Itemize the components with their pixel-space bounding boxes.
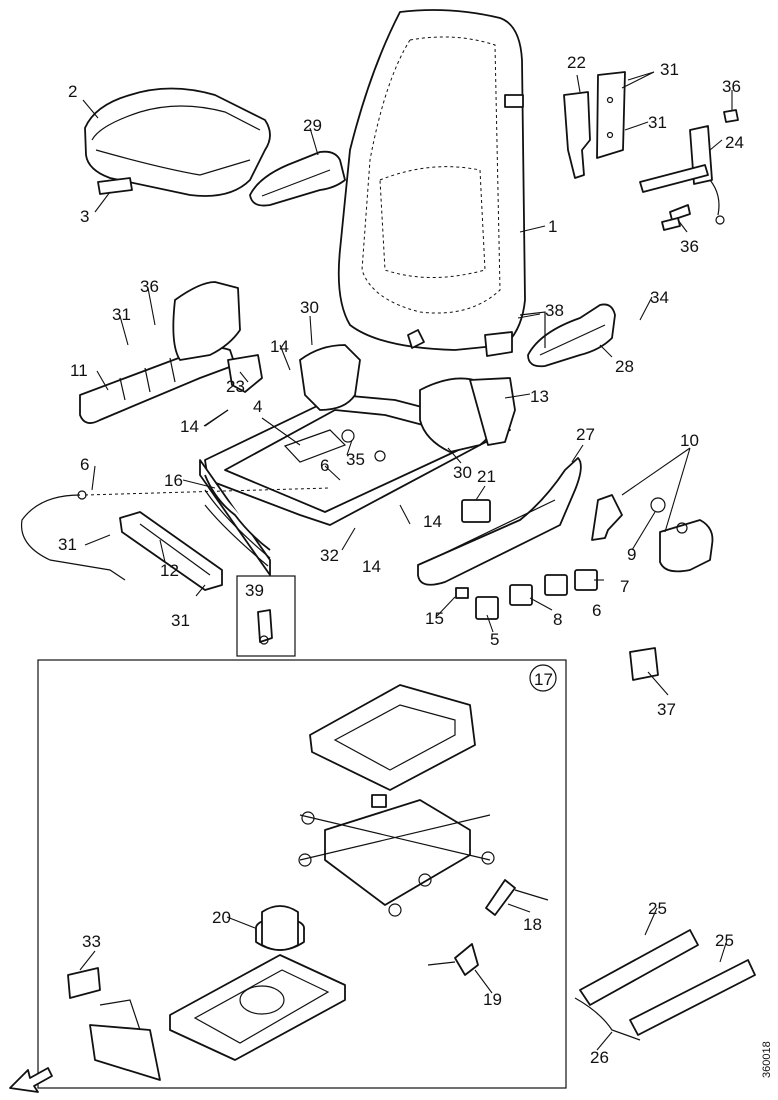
- label-14b: 14: [180, 417, 199, 436]
- cover-plate-12: [119, 511, 223, 591]
- label-30b: 30: [453, 463, 472, 482]
- inset-box-17: [37, 659, 567, 1089]
- side-cover-left: [79, 281, 241, 424]
- label-6a: 6: [80, 455, 89, 474]
- label-25b: 25: [715, 931, 734, 950]
- document-id: 360018: [761, 1041, 773, 1078]
- label-38: 38: [545, 301, 564, 320]
- seat-rails: [574, 929, 756, 1041]
- label-10: 10: [680, 431, 699, 450]
- label-24: 24: [725, 133, 744, 152]
- label-14a: 14: [270, 337, 289, 356]
- label-36b: 36: [722, 77, 741, 96]
- label-22: 22: [567, 53, 586, 72]
- label-39: 39: [245, 581, 264, 600]
- label-14c: 14: [423, 512, 442, 531]
- label-12: 12: [160, 561, 179, 580]
- part-numbers: 1 2 3 4 5 6 6 6 7 8 9 10 11 12 13 14 14 …: [58, 53, 773, 1078]
- backrest: [337, 9, 526, 357]
- label-19: 19: [483, 990, 502, 1009]
- view-arrow-icon: [9, 1067, 53, 1093]
- label-33: 33: [82, 932, 101, 951]
- label-14d: 14: [362, 557, 381, 576]
- label-20: 20: [212, 908, 231, 927]
- label-7: 7: [620, 577, 629, 596]
- detail-box-39: [236, 575, 296, 657]
- adjustment-levers: [591, 494, 714, 573]
- label-27: 27: [576, 425, 595, 444]
- label-23: 23: [226, 377, 245, 396]
- label-26: 26: [590, 1048, 609, 1067]
- label-37: 37: [657, 700, 676, 719]
- label-32: 32: [320, 546, 339, 565]
- label-16: 16: [164, 471, 183, 490]
- label-28: 28: [615, 357, 634, 376]
- label-21: 21: [477, 467, 496, 486]
- side-shield-right: [417, 457, 582, 586]
- label-8: 8: [553, 610, 562, 629]
- armrest-left: [249, 150, 346, 207]
- switches: [455, 499, 598, 620]
- label-31c: 31: [112, 305, 131, 324]
- seat-cushion: [84, 87, 271, 197]
- label-36a: 36: [140, 277, 159, 296]
- belt-buckle: [639, 109, 739, 231]
- label-6c: 6: [592, 601, 601, 620]
- label-11: 11: [70, 361, 88, 380]
- leader-lines: [79, 71, 733, 1051]
- seat-frame: [204, 344, 516, 526]
- bowden-cable: [20, 487, 331, 581]
- label-35: 35: [346, 450, 365, 469]
- label-34: 34: [650, 288, 669, 307]
- label-31a: 31: [660, 60, 679, 79]
- label-31d: 31: [58, 535, 77, 554]
- seat-foam-stack: [199, 459, 271, 576]
- label-3: 3: [80, 207, 89, 226]
- label-6b: 6: [320, 456, 329, 475]
- label-2: 2: [68, 82, 77, 101]
- label-9: 9: [627, 545, 636, 564]
- armrest-right: [519, 303, 616, 368]
- label-18: 18: [523, 915, 542, 934]
- label-4: 4: [253, 397, 262, 416]
- label-13: 13: [530, 387, 549, 406]
- label-36c: 36: [680, 237, 699, 256]
- backrest-bracket: [563, 71, 626, 179]
- label-5: 5: [490, 630, 499, 649]
- label-31e: 31: [171, 611, 190, 630]
- label-1: 1: [548, 217, 557, 236]
- part-37: [629, 647, 659, 681]
- label-31b: 31: [648, 113, 667, 132]
- label-30a: 30: [300, 298, 319, 317]
- label-29: 29: [303, 116, 322, 135]
- label-15: 15: [425, 609, 444, 628]
- label-25a: 25: [648, 899, 667, 918]
- label-17: 17: [534, 670, 553, 689]
